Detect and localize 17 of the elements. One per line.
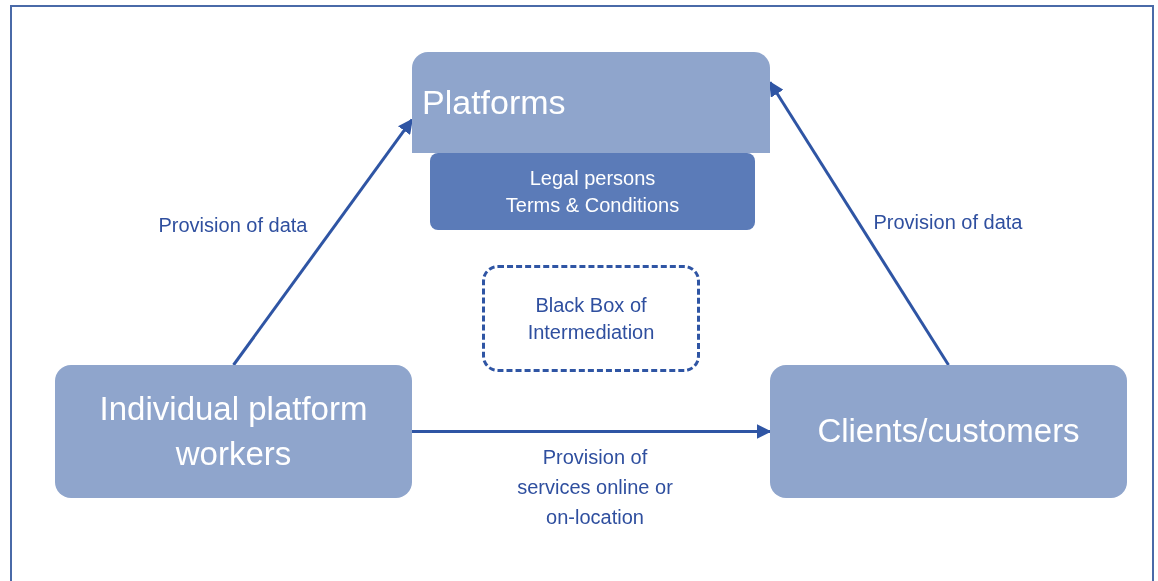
edge-label: Provision of data <box>158 213 308 238</box>
node-label: Individual platform workers <box>98 388 369 474</box>
edge-label: Provision of data <box>873 210 1023 235</box>
arrow <box>768 81 950 366</box>
node-label: Terms & Conditions <box>505 192 680 218</box>
node-label: Platforms <box>422 81 566 123</box>
node-label: Legal persons <box>529 165 656 191</box>
dashed-box <box>482 265 700 372</box>
actor-box <box>770 365 1127 498</box>
terms-box <box>430 153 755 230</box>
node-label: Clients/customers <box>817 411 1080 452</box>
platform-box <box>412 52 770 153</box>
actor-box <box>55 365 412 498</box>
arrow <box>412 424 772 439</box>
node-label: Black Box of Intermediation <box>526 292 656 345</box>
arrow <box>232 118 414 366</box>
edge-label: Provision of services online or on-location <box>516 445 674 530</box>
